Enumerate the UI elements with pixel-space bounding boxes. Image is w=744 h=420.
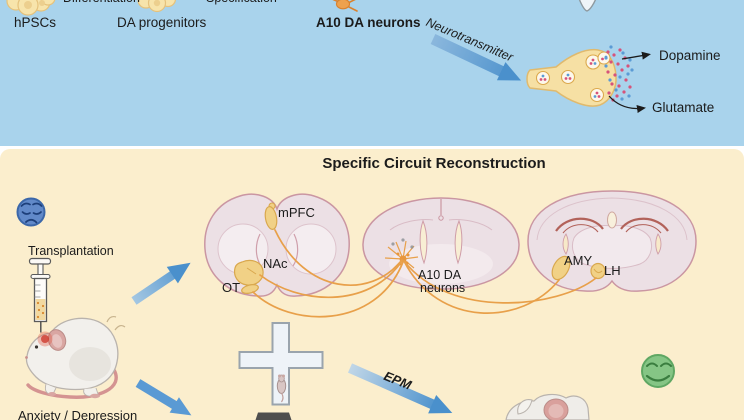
recovered-mouse-icon — [505, 393, 590, 420]
a10-region-label-line2: neurons — [420, 281, 466, 295]
syringe-icon — [28, 257, 52, 333]
neurotransmitter-arrow-icon — [430, 34, 522, 81]
relieved-face-icon — [641, 354, 675, 388]
differentiation-label: Differentiation — [63, 0, 140, 6]
specification-label: Specification — [206, 0, 277, 6]
amy-label: AMY — [564, 253, 593, 268]
derivation-panel-background — [0, 0, 744, 146]
released-neurotransmitter-dots — [604, 45, 634, 102]
maze-base — [255, 412, 292, 420]
a10-da-neurons-label: A10 DA neurons — [316, 15, 421, 30]
ot-label: OT — [222, 280, 241, 295]
hpsc-label: hPSCs — [14, 15, 57, 30]
mpfc-label: mPFC — [278, 205, 315, 220]
projection-fiber-paths — [252, 229, 597, 318]
maze-mouse-icon — [276, 374, 287, 403]
hpsc-colony-icon — [6, 0, 56, 16]
da-progenitors-label: DA progenitors — [117, 15, 207, 30]
circuit-title: Specific Circuit Reconstruction — [322, 155, 546, 172]
brain-coronal-section-diencephalon — [527, 190, 697, 292]
dopamine-label: Dopamine — [659, 48, 721, 63]
nac-label: NAc — [263, 256, 288, 271]
anxiety-depression-label: Anxiety / Depression — [18, 408, 138, 420]
distressed-face-icon — [16, 197, 46, 227]
transplant-arrow-icon — [131, 262, 191, 305]
axon-terminal-icon — [526, 45, 651, 113]
dopamine-pointer-arrow — [621, 51, 651, 60]
a10-region-label-line1: A10 DA — [418, 268, 462, 282]
epm-arrow-icon — [347, 363, 453, 414]
behavior-arrow-icon — [135, 379, 192, 416]
vesicle-icons — [535, 51, 611, 103]
transplantation-label: Transplantation — [28, 244, 114, 258]
da-progenitor-colony-icon — [137, 0, 177, 13]
elevated-plus-maze-icon — [238, 322, 324, 420]
lh-label: LH — [604, 263, 621, 278]
a10-neuron-icon — [332, 0, 358, 12]
lab-mouse-icon — [25, 315, 126, 399]
glutamate-label: Glutamate — [652, 100, 715, 115]
glutamate-pointer-arrow — [608, 95, 646, 113]
neuron-outline-icon — [578, 0, 597, 12]
